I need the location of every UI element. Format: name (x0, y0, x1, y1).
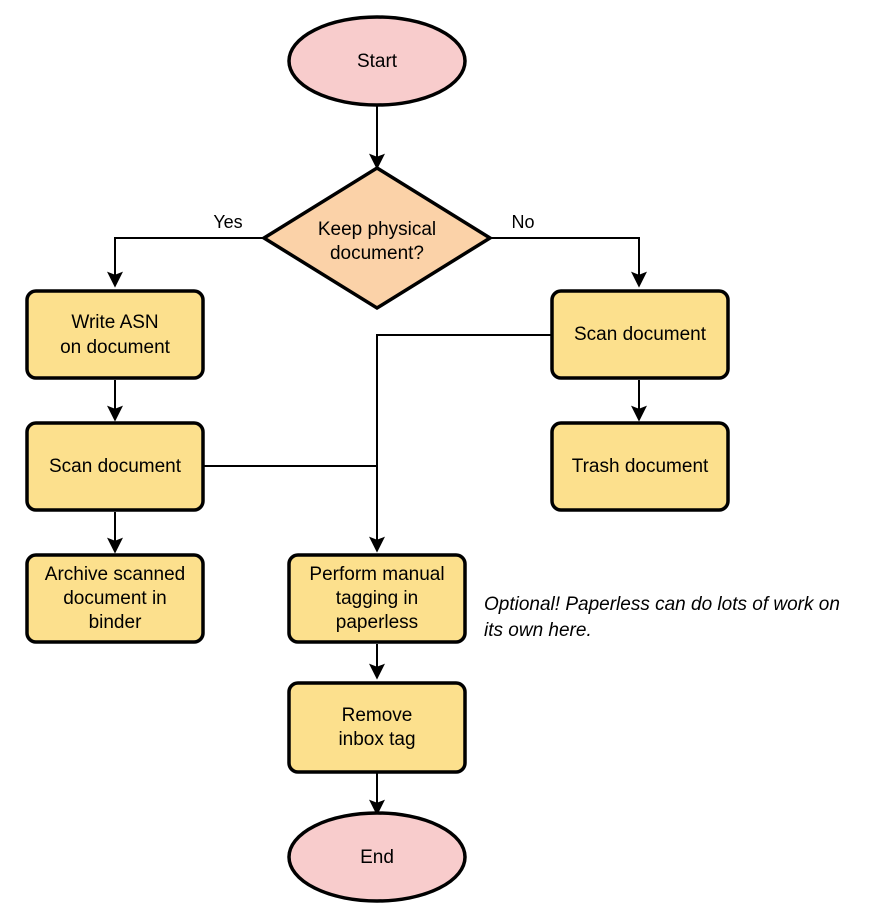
decision-label-line1: Keep physical (318, 219, 436, 240)
archive-label-line2: document in (63, 588, 167, 609)
remove-inbox-label-line2: inbox tag (338, 729, 415, 750)
decision-diamond (260, 165, 494, 311)
node-start[interactable]: Start (287, 15, 467, 107)
remove-inbox-label-line1: Remove (342, 705, 413, 726)
node-remove-inbox-tag[interactable]: Remove inbox tag (287, 681, 467, 774)
node-archive-scanned-document[interactable]: Archive scanned document in binder (25, 553, 205, 644)
edge-label-yes: Yes (213, 212, 242, 232)
decision-label-line2: document? (330, 243, 424, 264)
tagging-label-line2: tagging in (336, 588, 418, 609)
node-scan-document-right[interactable]: Scan document (550, 289, 730, 380)
end-label: End (360, 847, 394, 868)
trash-label: Trash document (572, 456, 709, 477)
archive-label-line3: binder (89, 612, 142, 633)
archive-label-line1: Archive scanned (45, 564, 185, 585)
archive-box (25, 553, 205, 644)
tagging-label-line3: paperless (336, 612, 418, 633)
write-asn-label-line1: Write ASN (71, 312, 158, 333)
node-decision-keep-physical-document[interactable]: Keep physical document? (260, 165, 494, 311)
scan-right-label: Scan document (574, 324, 707, 345)
node-write-asn[interactable]: Write ASN on document (25, 289, 205, 380)
tagging-box (287, 553, 467, 644)
edge-decision-yes-to-write-asn (107, 237, 266, 288)
start-label: Start (357, 51, 398, 72)
node-trash-document[interactable]: Trash document (550, 421, 730, 512)
remove-inbox-box (287, 681, 467, 774)
edge-scan-right-to-tagging (369, 334, 552, 553)
write-asn-label-line2: on document (60, 337, 171, 358)
edge-label-no: No (511, 212, 534, 232)
scan-left-label: Scan document (49, 456, 182, 477)
annotation-line1: Optional! Paperless can do lots of work … (484, 594, 840, 615)
trash-box (550, 421, 730, 512)
annotation-optional-note: Optional! Paperless can do lots of work … (484, 594, 840, 641)
node-end[interactable]: End (287, 811, 467, 903)
edge-decision-no-to-scan-right (489, 237, 647, 288)
write-asn-box (25, 289, 205, 380)
scan-right-box (550, 289, 730, 380)
node-scan-document-left[interactable]: Scan document (25, 421, 205, 512)
node-perform-manual-tagging[interactable]: Perform manual tagging in paperless (287, 553, 467, 644)
start-ellipse (287, 15, 467, 107)
tagging-label-line1: Perform manual (309, 564, 444, 585)
annotation-line2: its own here. (484, 620, 592, 641)
scan-left-box (25, 421, 205, 512)
end-ellipse (287, 811, 467, 903)
